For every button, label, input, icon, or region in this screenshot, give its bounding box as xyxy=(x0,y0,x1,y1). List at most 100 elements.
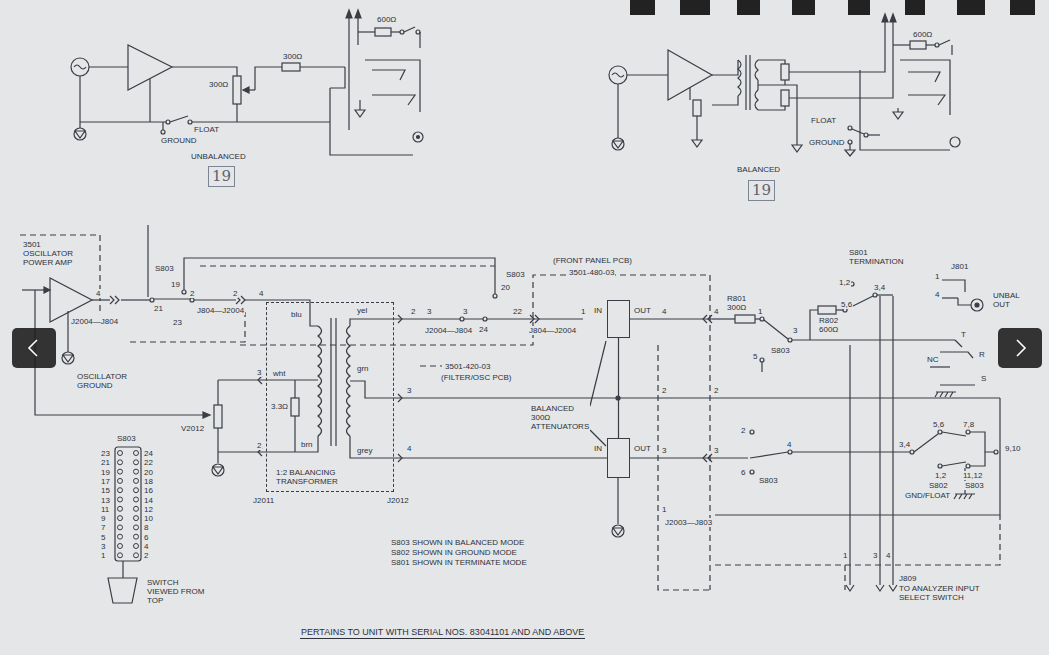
pin-number: 17 xyxy=(100,477,111,486)
pin-number: 11,12 xyxy=(962,471,983,480)
pin-number: 22 xyxy=(512,307,523,316)
balanced-circuit xyxy=(617,84,618,138)
attenuator-box: INOUT xyxy=(607,300,630,338)
schematic-label: J2012 xyxy=(386,496,410,505)
main-schematic-wiring xyxy=(846,585,897,591)
pcb-boundaries xyxy=(20,235,1000,590)
wire-connector xyxy=(618,338,619,438)
main-schematic-wiring xyxy=(849,345,850,585)
page-number: 19 xyxy=(208,166,235,187)
binding-marks xyxy=(680,0,710,15)
main-schematic-wiring xyxy=(994,450,998,454)
unbalanced-circuit xyxy=(149,79,150,122)
unbalanced-circuit xyxy=(372,95,415,105)
pin-number: 15 xyxy=(100,486,111,495)
pin-number: 4 xyxy=(885,551,891,560)
main-schematic-wiring xyxy=(750,452,788,458)
switch-contacts xyxy=(134,497,139,502)
switch-contacts xyxy=(118,469,123,474)
balanced-circuit xyxy=(613,141,623,148)
main-schematic-wiring xyxy=(122,561,123,578)
balanced-circuit xyxy=(848,140,852,144)
unbalanced-circuit xyxy=(282,63,300,71)
main-schematic-wiring xyxy=(110,296,119,304)
main-schematic-wiring xyxy=(350,436,394,458)
balanced-circuit xyxy=(755,90,758,110)
schematic-label: grn xyxy=(356,364,370,373)
main-schematic-wiring xyxy=(291,398,299,416)
pin-number: 24 xyxy=(143,449,154,458)
binding-marks xyxy=(848,0,870,15)
schematic-label: GND/FLOAT xyxy=(904,491,951,500)
main-schematic-wiring xyxy=(760,358,764,362)
switch-contacts xyxy=(134,506,139,511)
binding-marks xyxy=(1010,0,1035,15)
main-schematic-wiring xyxy=(761,362,762,372)
pin-number: 5 xyxy=(752,352,758,361)
unbalanced-circuit xyxy=(162,122,163,130)
schematic-label: R801 300Ω xyxy=(726,294,758,312)
main-schematic-wiring xyxy=(836,309,843,310)
pin-number: 8 xyxy=(143,523,149,532)
node-label: OUT xyxy=(633,444,652,453)
main-schematic-wiring xyxy=(712,457,748,458)
pin-number: 1 xyxy=(842,551,848,560)
unbalanced-circuit xyxy=(355,110,365,117)
switch-contacts xyxy=(134,451,139,456)
schematic-label: J804—J2004 xyxy=(528,326,577,335)
pin-number: 4 xyxy=(661,307,667,316)
main-schematic-wiring xyxy=(350,319,583,326)
main-schematic-wiring xyxy=(108,578,137,603)
main-schematic-wiring xyxy=(940,352,973,358)
schematic-label: 3501 OSCILLATOR POWER AMP xyxy=(22,240,84,268)
balanced-circuit xyxy=(848,126,852,130)
balanced-circuit xyxy=(950,137,960,147)
main-schematic-wiring xyxy=(938,430,942,434)
attenuator-box: INOUT xyxy=(607,438,630,478)
schematic-label: brn xyxy=(300,440,314,449)
balanced-circuit xyxy=(890,14,896,22)
pin-number: 3 xyxy=(406,386,412,395)
main-schematic-wiring xyxy=(50,278,92,322)
balanced-circuit xyxy=(789,16,885,72)
unbalanced-circuit xyxy=(172,67,237,76)
schematic-label: (FILTER/OSC PCB) xyxy=(440,373,513,382)
switch-contacts xyxy=(134,544,139,549)
unbalanced-circuit xyxy=(170,116,188,122)
main-schematic-wiring xyxy=(330,318,331,446)
schematic-label: 300Ω xyxy=(208,80,229,89)
main-schematic-wiring xyxy=(879,296,880,585)
pin-number: 20 xyxy=(500,283,511,292)
schematic-label: yel xyxy=(356,306,368,315)
nav-buttons xyxy=(12,328,56,368)
schematic-label: V2012 xyxy=(180,424,205,433)
pcb-boundaries xyxy=(200,265,495,266)
unbalanced-circuit xyxy=(300,66,345,67)
main-schematic-wiring xyxy=(530,315,539,323)
node-label: 1:2 BALANCING TRANSFORMER xyxy=(275,468,369,486)
switch-contacts xyxy=(134,525,139,530)
main-schematic-wiring xyxy=(190,298,194,302)
pin-number: 2 xyxy=(713,386,719,395)
schematic-label: R xyxy=(978,350,986,359)
main-schematic-wiring xyxy=(217,428,218,463)
pin-number: 2 xyxy=(189,289,195,298)
pin-number: 7 xyxy=(100,523,106,532)
pin-number: 1,2 xyxy=(838,278,851,287)
pin-number: 1 xyxy=(580,307,586,316)
pin-number: 3 xyxy=(792,326,798,335)
schematic-label: T xyxy=(960,330,967,339)
balanced-circuit xyxy=(712,96,738,105)
unbalanced-circuit xyxy=(75,131,85,138)
balanced-circuit xyxy=(935,43,939,47)
unbalanced-circuit xyxy=(404,27,415,32)
pin-number: 14 xyxy=(143,496,154,505)
pin-number: 3 xyxy=(872,551,878,560)
pin-number: 23 xyxy=(172,318,183,327)
schematic-label: S803 xyxy=(116,434,137,443)
schematic-label: FLOAT xyxy=(193,125,220,134)
schematic-label: S803 xyxy=(154,264,175,273)
switch-contacts xyxy=(118,544,123,549)
balanced-circuit xyxy=(908,72,940,82)
